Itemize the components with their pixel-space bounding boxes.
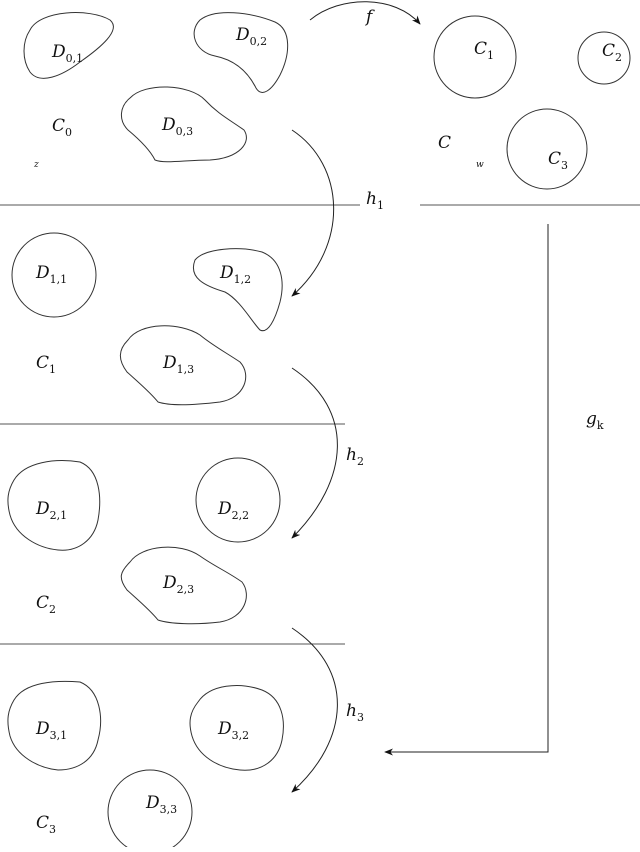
- domain-d32-shape: [189, 685, 284, 771]
- label-map-h1: h1: [366, 189, 384, 212]
- domain-d23-shape: [120, 546, 247, 625]
- label-d03: D0,3: [161, 115, 193, 138]
- domain-d01-shape: [23, 12, 114, 79]
- label-d22: D2,2: [217, 499, 249, 522]
- label-target-c3: C3: [548, 149, 568, 172]
- domain-d33-shape: [107, 769, 193, 852]
- label-c1: C1: [36, 353, 56, 376]
- label-d32: D3,2: [217, 719, 249, 742]
- label-d23: D2,3: [162, 573, 194, 596]
- label-target-c2: C2: [602, 41, 622, 64]
- domain-d31-shape: [7, 680, 101, 771]
- label-small-w: w: [476, 160, 484, 170]
- label-target-c: C: [438, 133, 451, 153]
- label-c3: C3: [36, 813, 56, 836]
- label-d12: D1,2: [219, 263, 251, 286]
- domain-d11-shape: [11, 232, 97, 318]
- arrow-h1: [291, 129, 335, 297]
- domain-d13-shape: [119, 325, 247, 406]
- arrow-gk: [384, 224, 549, 756]
- label-target-c1: C1: [474, 39, 494, 62]
- domain-d12-shape: [192, 248, 283, 332]
- label-d02: D0,2: [235, 25, 267, 48]
- label-map-h3: h3: [346, 701, 364, 724]
- label-d01: D0,1: [51, 42, 83, 65]
- label-map-gk: gk: [586, 409, 604, 432]
- label-d33: D3,3: [145, 793, 177, 816]
- target-circle-c1-shape: [433, 15, 517, 99]
- label-c2: C2: [36, 593, 56, 616]
- arrow-f: [309, 1, 421, 25]
- label-d21: D2,1: [35, 499, 67, 522]
- domain-d21-shape: [7, 460, 101, 551]
- arrow-h2: [291, 367, 338, 539]
- target-circle-c3-shape: [506, 108, 588, 190]
- label-map-h2: h2: [346, 445, 364, 468]
- label-d11: D1,1: [35, 263, 67, 286]
- label-d13: D1,3: [162, 353, 194, 376]
- label-map-f: f: [364, 7, 375, 27]
- domain-d22-shape: [195, 457, 281, 543]
- domain-d02-shape: [193, 12, 289, 93]
- arrow-h3: [291, 627, 338, 793]
- label-d31: D3,1: [35, 719, 67, 742]
- target-circle-c2-shape: [577, 31, 631, 85]
- label-small-z: z: [33, 160, 39, 170]
- domain-d03-shape: [121, 86, 247, 163]
- label-c0: C0: [52, 116, 72, 139]
